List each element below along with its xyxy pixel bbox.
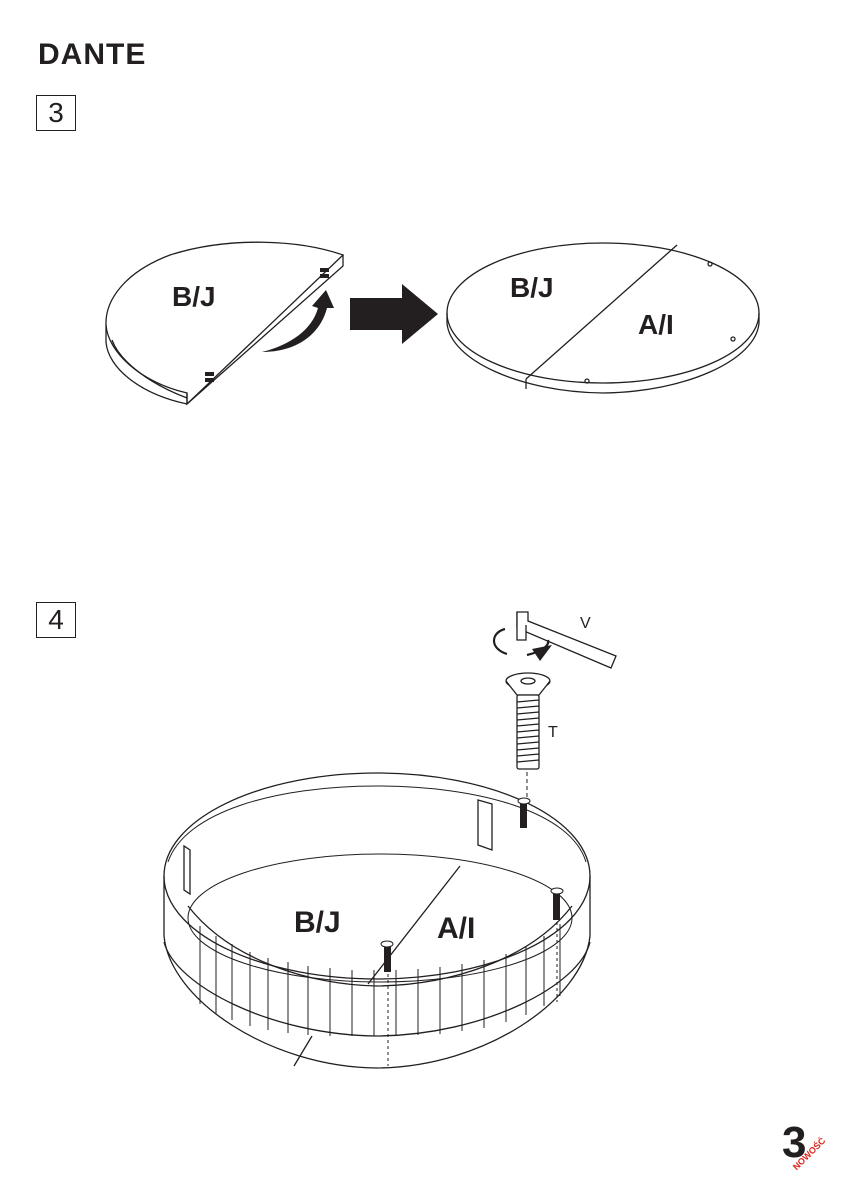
full-top-label-right: A/I — [638, 309, 674, 340]
half-top-label: B/J — [172, 281, 216, 312]
document-title: DANTE — [38, 38, 147, 71]
right-arrow-icon — [350, 284, 438, 344]
wrench-label: V — [580, 615, 591, 632]
half-tabletop-illustration — [105, 241, 345, 406]
round-tray-illustration — [163, 772, 591, 1069]
installed-screw-icon — [380, 797, 564, 972]
full-top-label-left: B/J — [510, 272, 554, 303]
tray-label-right: A/I — [437, 912, 475, 945]
allen-key-icon — [516, 611, 617, 669]
hinge-icon — [205, 268, 329, 382]
page-number: 3 — [782, 1118, 807, 1167]
rotation-arrowhead-icon — [532, 645, 552, 661]
fold-arrow-icon — [262, 290, 334, 352]
step-4-number: 4 — [36, 602, 76, 638]
screw-label: T — [548, 724, 558, 741]
full-tabletop-illustration — [446, 242, 760, 394]
step-3-number: 3 — [36, 95, 76, 131]
tray-label-left: B/J — [294, 906, 341, 939]
screw-icon — [505, 672, 551, 770]
